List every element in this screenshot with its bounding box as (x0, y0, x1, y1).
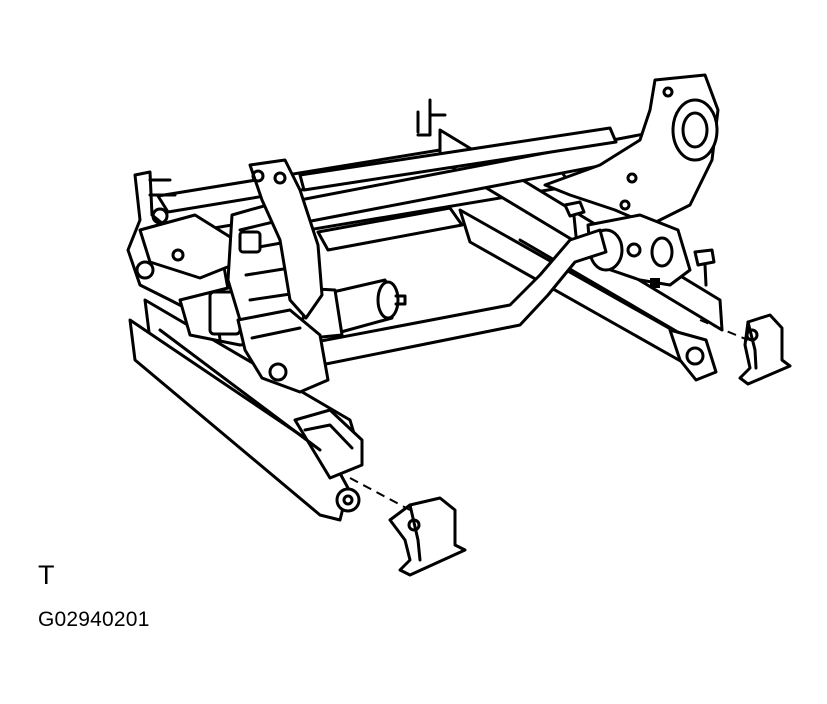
alignment-line-front (349, 477, 411, 511)
front-left-bracket (388, 496, 467, 577)
rear-right-bracket (738, 313, 792, 386)
bolt (650, 278, 660, 288)
bolt (563, 200, 586, 238)
alignment-line-rear (699, 319, 749, 341)
upper-cross-bar (298, 126, 618, 252)
bolt (693, 248, 716, 287)
figure-code: G02940201 (38, 608, 150, 631)
gear-unit (226, 158, 330, 394)
left-side-plate (126, 170, 242, 320)
left-rail (128, 298, 364, 522)
orientation-label: T (38, 560, 55, 590)
